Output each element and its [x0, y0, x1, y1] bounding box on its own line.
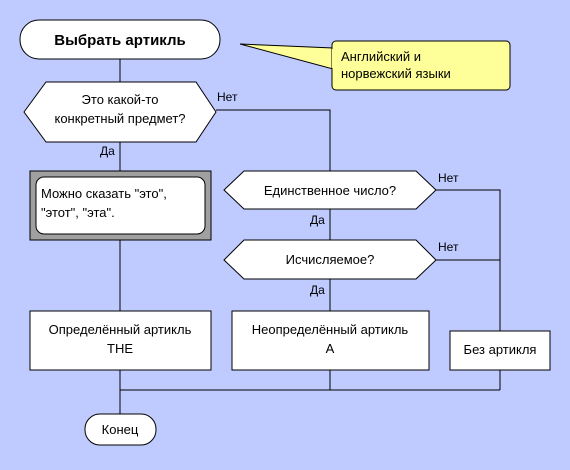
label-yes-countable: Да — [310, 283, 325, 297]
decision-specific-line-2: конкретный предмет? — [54, 111, 185, 126]
decision-countable: Исчисляемое? — [223, 239, 437, 280]
process-this: Можно сказать "это", "этот", "эта". — [29, 170, 212, 241]
process-this-line-1: Можно сказать "это", — [41, 186, 167, 201]
box-indefinite-line-1: Неопределённый артикль — [252, 322, 409, 337]
label-yes-singular: Да — [310, 213, 325, 227]
box-definite: Определённый артикль THE — [29, 310, 212, 371]
decision-singular-label: Единственное число? — [264, 183, 396, 198]
process-this-line-2: "этот", "эта". — [41, 205, 115, 220]
decision-singular: Единственное число? — [223, 170, 437, 210]
note-line-1: Английский и — [341, 49, 421, 64]
start-label: Выбрать артикль — [54, 32, 185, 49]
box-indefinite-line-2: A — [326, 341, 335, 356]
box-definite-line-2: THE — [107, 341, 133, 356]
decision-specific: Это какой-то конкретный предмет? — [23, 81, 217, 143]
box-none: Без артикля — [449, 330, 551, 371]
connectors — [119, 59, 501, 414]
box-none-label: Без артикля — [464, 342, 537, 357]
end-terminator: Конец — [84, 413, 157, 446]
label-no-specific: Нет — [217, 90, 238, 104]
label-yes-specific: Да — [100, 144, 115, 158]
label-no-countable: Нет — [438, 240, 459, 254]
note-line-2: норвежский языки — [341, 66, 451, 81]
note-callout: Английский и норвежский языки — [239, 40, 511, 91]
edge-singular-no — [436, 189, 501, 331]
decision-countable-label: Исчисляемое? — [286, 252, 375, 267]
label-no-singular: Нет — [438, 171, 459, 185]
end-label: Конец — [102, 422, 139, 437]
start-terminator: Выбрать артикль — [19, 19, 221, 60]
box-definite-line-1: Определённый артикль — [49, 322, 192, 337]
decision-specific-line-1: Это какой-то — [82, 92, 159, 107]
box-indefinite: Неопределённый артикль A — [231, 310, 430, 371]
edge-specific-no — [216, 109, 331, 171]
